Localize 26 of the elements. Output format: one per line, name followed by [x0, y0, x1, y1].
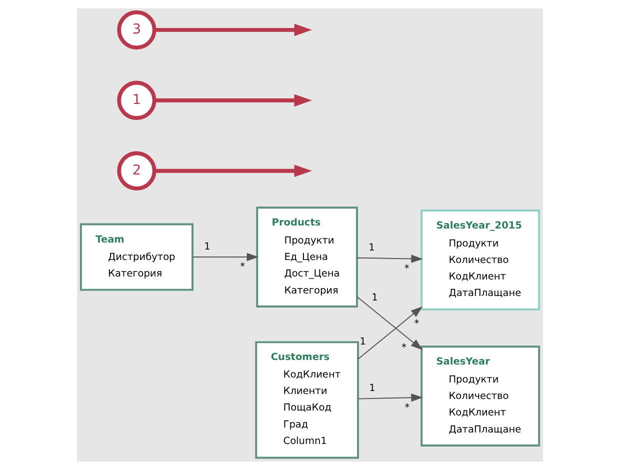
label: 1 [204, 241, 210, 252]
node-circle: 3 [117, 10, 156, 50]
arrow [154, 164, 312, 178]
arrow [356, 254, 423, 263]
arrow [358, 393, 423, 402]
label: 1 [368, 242, 375, 254]
node-box: Team Дистрибутор Категория [80, 223, 194, 291]
label: 1 [360, 336, 366, 348]
node-box: Products Продукти Ед_Цена Дост_Цена Категория [256, 206, 358, 308]
label: * [240, 262, 246, 273]
label: * [404, 402, 410, 414]
label: 1 [372, 292, 378, 304]
node-box: Customers КодКлиент Клиенти ПощаКод Град Column1 [255, 341, 359, 459]
label: * [401, 342, 406, 354]
arrow [154, 24, 312, 36]
node-box: SalesYear_2015 Продукти Количество КодКлиент ДатаПлащане [420, 210, 540, 310]
arrow [192, 252, 259, 262]
label: 1 [369, 382, 376, 394]
arrow [356, 296, 423, 350]
node-circle: 2 [117, 151, 156, 190]
arrow [358, 306, 423, 360]
node-circle: 1 [117, 80, 156, 120]
node-box: SalesYear Продукти Количество КодКлиент ДатаПлащане [420, 346, 540, 446]
arrow [154, 94, 312, 107]
label: * [404, 263, 410, 274]
label: * [414, 318, 420, 330]
